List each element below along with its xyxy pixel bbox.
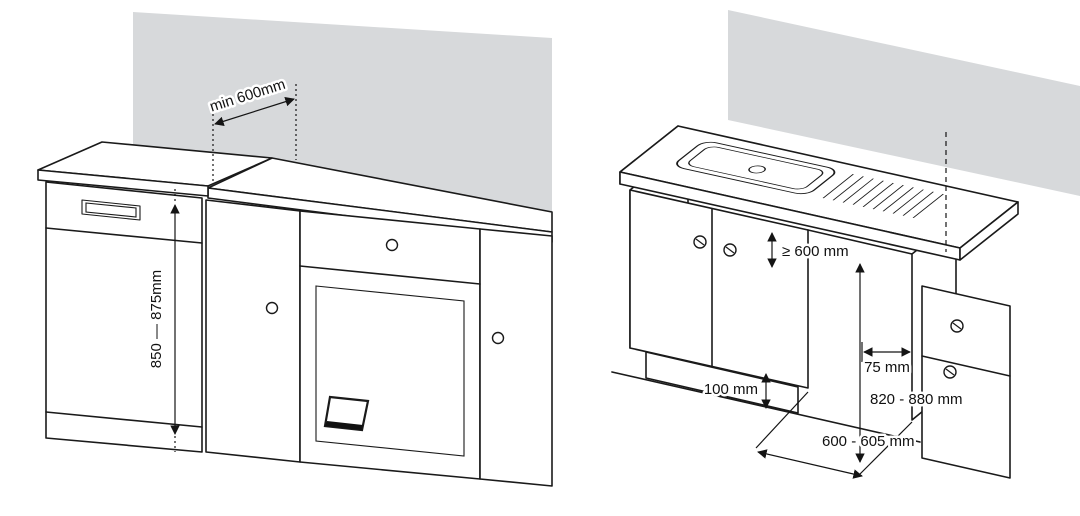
knob-slot bbox=[695, 238, 705, 246]
niche-width-label: 600 - 605 mm bbox=[822, 433, 915, 450]
knob bbox=[265, 301, 279, 315]
dimension-annotations: ≥ 600 mm 100 mm 75 mm 820 - 880 mm 600 -… bbox=[701, 132, 965, 479]
drain bbox=[748, 165, 766, 174]
niche-height-label: 820 - 880 mm bbox=[870, 391, 963, 408]
side-gap-label: 75 mm bbox=[864, 359, 910, 376]
extension-line bbox=[859, 421, 913, 475]
counter-right-end bbox=[959, 201, 1019, 261]
cabinet-run bbox=[205, 199, 553, 487]
built-under-dishwasher-diagram: ≥ 600 mm 100 mm 75 mm 820 - 880 mm 600 -… bbox=[611, 10, 1080, 479]
niche-width-arrow bbox=[757, 449, 863, 479]
drainboard-hatching bbox=[822, 174, 944, 219]
niche-top-edge bbox=[807, 229, 913, 255]
cabinet-doors-front bbox=[629, 189, 809, 389]
knob-slot bbox=[725, 246, 735, 254]
knob bbox=[385, 238, 399, 252]
control-panel-display bbox=[81, 199, 141, 221]
drawer-divider bbox=[921, 355, 1011, 377]
control-panel-display-inner bbox=[85, 202, 137, 218]
cabinet-right-front bbox=[479, 228, 553, 487]
sink bbox=[676, 141, 836, 195]
dishwasher bbox=[37, 141, 273, 453]
knob-slot bbox=[945, 368, 955, 376]
wall bbox=[133, 12, 552, 212]
toe-kick-opening-shadow bbox=[325, 421, 363, 430]
counter-with-sink bbox=[619, 125, 1019, 261]
freestanding-dishwasher-diagram: min 600mm 850 — 875mm bbox=[37, 12, 553, 487]
counter-depth-label: ≥ 600 mm bbox=[782, 243, 849, 260]
appliance-height-label: 850 — 875mm bbox=[148, 270, 165, 368]
wall bbox=[728, 10, 1080, 196]
base-cabinet-left bbox=[611, 143, 921, 443]
plinth-height-label: 100 mm bbox=[704, 381, 758, 398]
knob-slot bbox=[952, 322, 962, 330]
plinth bbox=[645, 351, 799, 414]
cabinet-column-front bbox=[205, 199, 301, 463]
dishwasher-worktop-edge bbox=[37, 169, 209, 197]
knob bbox=[491, 331, 505, 345]
drawer-seam bbox=[299, 265, 481, 285]
worktop-depth-arrow bbox=[214, 97, 295, 126]
extension-line bbox=[755, 391, 809, 449]
open-cabinet-frame bbox=[315, 285, 465, 457]
cabinet-middle-front bbox=[299, 210, 481, 480]
dishwasher-front bbox=[45, 181, 203, 453]
base-cabinet-right bbox=[921, 285, 1011, 479]
cabinet-front bbox=[921, 285, 1011, 479]
